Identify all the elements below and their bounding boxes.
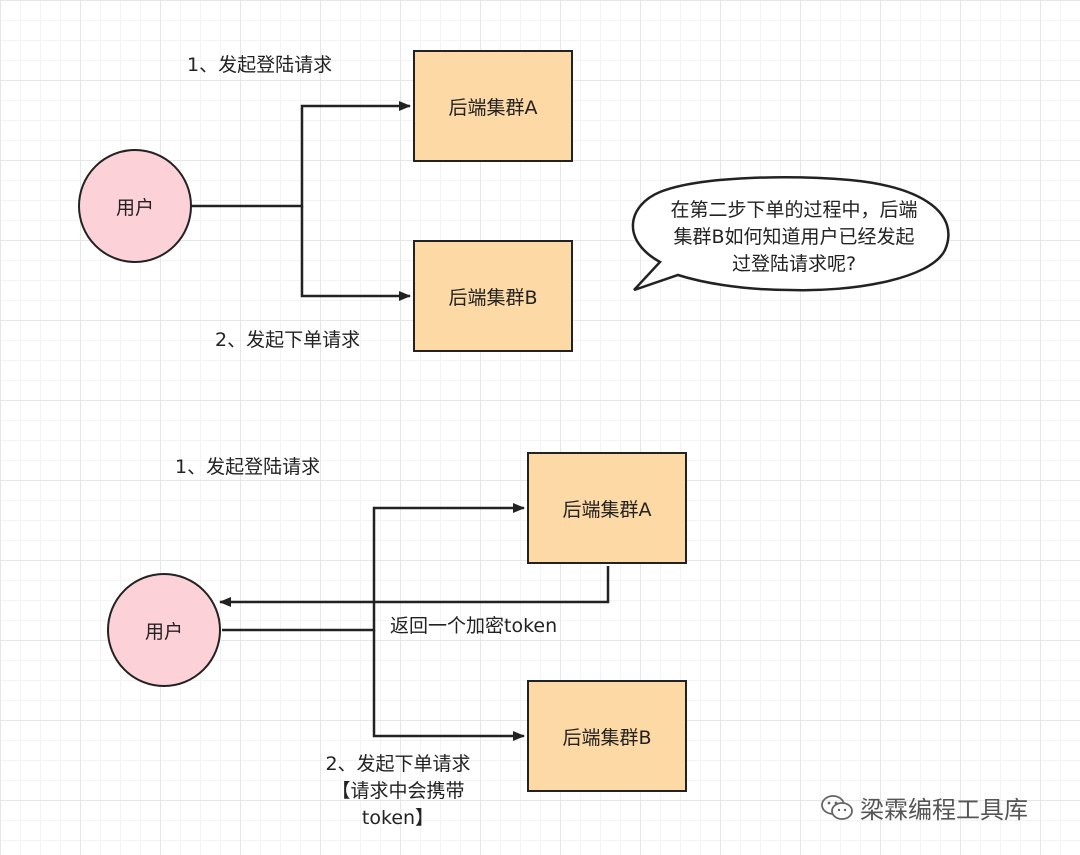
bottom-step1-label: 1、发起登陆请求 — [175, 456, 321, 478]
top-step2-label: 2、发起下单请求 — [215, 329, 361, 351]
step2-line: 【请求中会携带 — [331, 780, 465, 802]
top-cluster-a-node: 后端集群A — [413, 50, 573, 162]
top-cluster-b-label: 后端集群B — [448, 286, 538, 309]
step2-line: token】 — [361, 807, 435, 829]
bubble-line: 在第二步下单的过程中，后端 — [670, 199, 918, 221]
top-user-node: 用户 — [78, 149, 192, 263]
bottom-user-node: 用户 — [107, 573, 221, 687]
watermark: 梁霖编程工具库 — [820, 790, 1028, 825]
top-user-to-cluster-b-arrow — [300, 206, 411, 301]
bubble-line: 过登陆请求呢? — [731, 253, 857, 275]
bottom-user-label: 用户 — [144, 620, 183, 643]
top-step1-label: 1、发起登陆请求 — [187, 54, 333, 76]
bottom-user-to-cluster-a-arrow — [222, 503, 525, 632]
question-bubble-text: 在第二步下单的过程中，后端 集群B如何知道用户已经发起 过登陆请求呢? — [652, 197, 936, 278]
watermark-text: 梁霖编程工具库 — [860, 796, 1028, 824]
bottom-cluster-a-node: 后端集群A — [527, 452, 687, 564]
bubble-line: 集群B如何知道用户已经发起 — [673, 226, 915, 248]
top-user-to-cluster-a-arrow — [190, 101, 411, 208]
bottom-cluster-a-label: 后端集群A — [562, 498, 652, 521]
bottom-user-to-cluster-b-arrow — [372, 630, 525, 741]
top-user-label: 用户 — [115, 196, 154, 219]
token-return-arrow — [219, 566, 610, 607]
return-token-label: 返回一个加密token — [390, 615, 558, 637]
top-cluster-a-label: 后端集群A — [448, 96, 538, 119]
step2-line: 2、发起下单请求 — [325, 753, 471, 775]
bottom-cluster-b-label: 后端集群B — [562, 726, 652, 749]
top-cluster-b-node: 后端集群B — [413, 240, 573, 352]
bottom-cluster-b-node: 后端集群B — [527, 680, 687, 792]
question-bubble — [631, 176, 950, 292]
wechat-icon — [821, 794, 853, 820]
bottom-step2-label: 2、发起下单请求 【请求中会携带 token】 — [306, 751, 490, 832]
